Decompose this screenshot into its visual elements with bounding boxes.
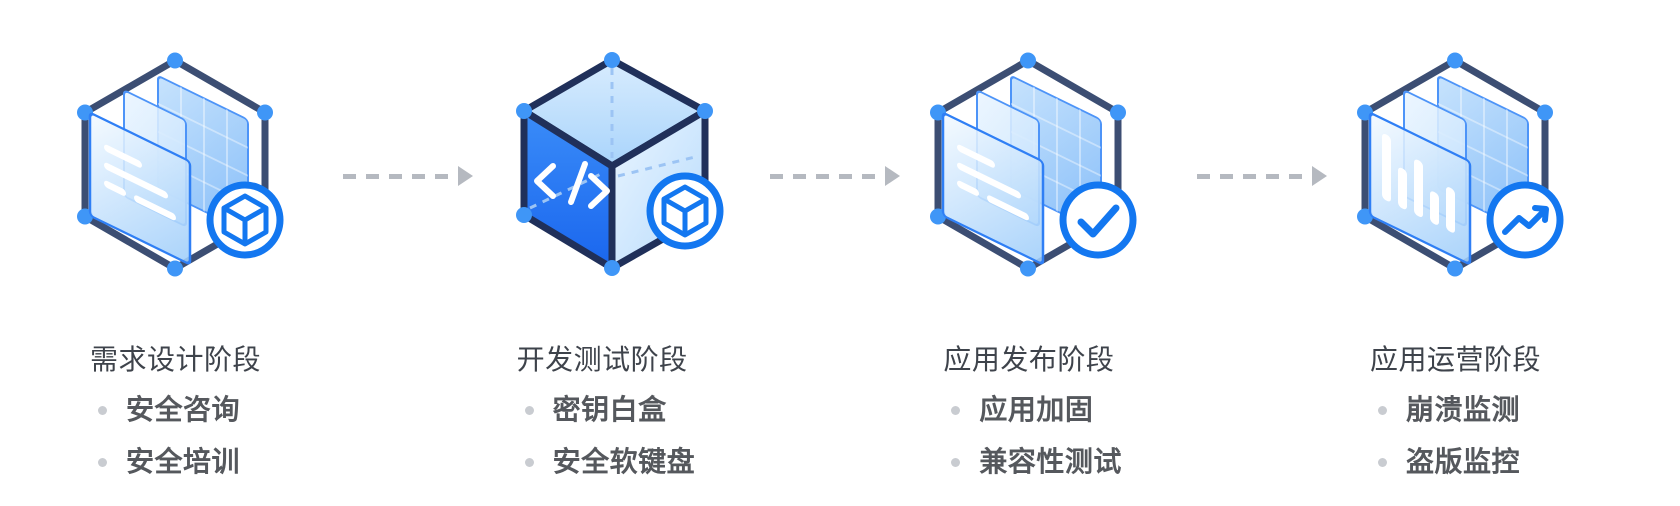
layered-docs-hexagon-icon [60,38,310,295]
arrowhead-icon [1311,166,1327,186]
stage-service-list: 安全咨询 安全培训 [60,394,330,478]
flow-arrow [757,166,914,186]
service-label: 密钥白盒 [552,394,667,425]
construction-dashes [529,68,700,210]
service-item: 应用加固 [951,394,1183,426]
service-label: 安全培训 [126,446,241,477]
stage-title: 开发测试阶段 [516,344,688,375]
bullet-dot [951,457,961,467]
dashed-line [770,173,888,179]
service-item: 崩溃监测 [1378,394,1610,426]
service-item: 安全培训 [98,446,330,478]
layered-docs-hexagon-icon [913,38,1163,295]
bullet-dot [1378,405,1388,415]
stage-service-list: 崩溃监测 盗版监控 [1340,394,1610,478]
stage-title: 应用运营阶段 [1370,344,1542,375]
bullet-dot [98,457,107,467]
cube-badge-icon [210,185,280,255]
stage-service-list: 密钥白盒 安全软键盘 [487,394,757,478]
stage-title: 需求设计阶段 [90,344,262,375]
check-badge-icon [1063,185,1133,255]
stage-column-app-release: 应用发布阶段 应用加固 兼容性测试 [913,38,1183,498]
dashed-line [343,173,462,179]
stage-service-list: 应用加固 兼容性测试 [913,394,1183,478]
flow-arrow [330,166,487,186]
service-label: 安全软键盘 [552,446,696,477]
bullet-dot [98,405,107,415]
stage-column-app-operation: 应用运营阶段 崩溃监测 盗版监控 [1340,38,1610,498]
bullet-dot [951,405,961,415]
bullet-dot [524,457,534,467]
stage-column-dev-testing: 开发测试阶段 密钥白盒 安全软键盘 [487,38,757,498]
cube-badge-icon [650,176,720,246]
stage-title: 应用发布阶段 [943,344,1115,375]
service-label: 崩溃监测 [1406,394,1521,425]
arrowhead-icon [885,166,900,186]
stage-column-requirements-design: 需求设计阶段 安全咨询 安全培训 [60,38,330,498]
layered-chart-hexagon-icon [1340,38,1590,295]
service-label: 应用加固 [979,394,1094,425]
service-item: 兼容性测试 [951,446,1183,478]
trend-arrow-badge-icon [1490,185,1560,255]
service-item: 密钥白盒 [524,394,757,426]
service-label: 盗版监控 [1406,446,1521,477]
cube-vertex-dots [515,52,713,276]
service-item: 盗版监控 [1378,446,1610,478]
bullet-dot [1378,457,1388,467]
service-label: 兼容性测试 [979,446,1122,477]
dashed-line [1196,173,1315,179]
code-glyph [533,161,610,209]
service-label: 安全咨询 [126,394,241,425]
flow-arrow [1183,166,1340,186]
service-item: 安全软键盘 [524,446,757,478]
bullet-dot [524,405,534,415]
service-item: 安全咨询 [98,394,330,426]
code-cube-icon [487,38,737,288]
arrowhead-icon [458,166,474,186]
